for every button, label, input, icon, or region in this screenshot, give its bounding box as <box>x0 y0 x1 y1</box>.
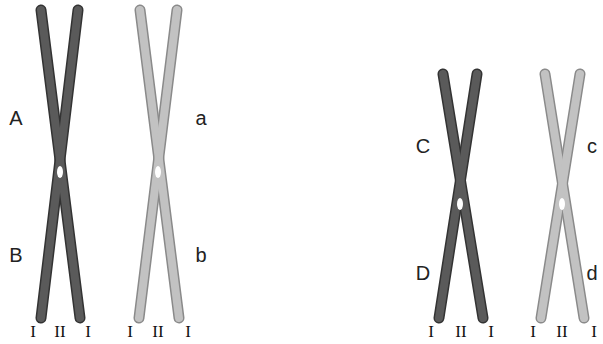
allele-label: b <box>195 245 206 265</box>
allele-label: B <box>9 245 22 265</box>
chromatid-number: I <box>127 323 133 340</box>
allele-label: C <box>416 136 430 156</box>
light-chromosome <box>139 10 179 318</box>
chromatid-number: II <box>54 323 65 340</box>
chromatid-number: I <box>428 323 434 340</box>
allele-label: D <box>416 263 430 283</box>
chromatid-number: I <box>30 323 36 340</box>
chromatid-number: I <box>185 323 191 340</box>
chromatid-number: I <box>488 323 494 340</box>
chromatid-number: II <box>152 323 163 340</box>
chromatid-number: I <box>85 323 91 340</box>
chromatid-number: I <box>530 323 536 340</box>
chromatid-number: II <box>556 323 567 340</box>
allele-label: A <box>9 108 22 128</box>
dark-chromosome <box>41 10 80 318</box>
chromatid-number: II <box>455 323 466 340</box>
light-chromosome <box>541 74 584 318</box>
allele-label: c <box>587 136 597 156</box>
allele-label: d <box>586 263 597 283</box>
dark-chromosome <box>439 74 483 318</box>
allele-label: a <box>195 108 206 128</box>
chromatid-number: I <box>591 323 597 340</box>
